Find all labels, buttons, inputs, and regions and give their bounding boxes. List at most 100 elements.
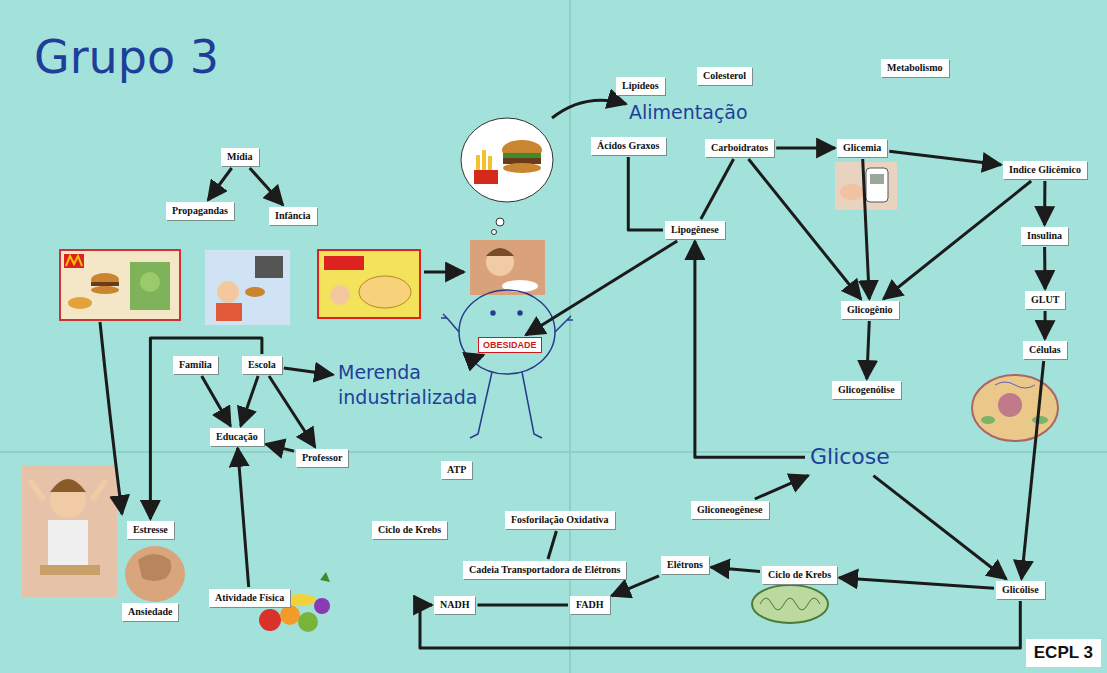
node-text: Ciclo de Krebs — [768, 569, 831, 581]
label-card: Escola — [242, 356, 282, 374]
node-text: Indice Glicêmico — [1009, 164, 1081, 176]
concept-arrow — [839, 578, 994, 589]
concept-arrow — [548, 531, 556, 559]
concept-arrow — [749, 159, 861, 299]
node-text: Glicogênio — [847, 304, 893, 316]
node-text: Cadeia Transportadora de Elétrons — [469, 564, 620, 576]
cartoon-picture — [205, 250, 290, 325]
label-card: Elétrons — [661, 556, 709, 574]
label-card: Carboidratos — [705, 139, 774, 157]
node-text: Lipídeos — [622, 80, 659, 92]
handwritten-term: Merenda industrializada — [335, 358, 476, 411]
label-card: Colesterol — [697, 67, 752, 85]
label-card: Educação — [210, 428, 264, 446]
node-text: Propagandas — [172, 205, 228, 217]
label-card: Ansiedade — [122, 603, 178, 621]
child-picture — [470, 240, 545, 295]
obesity-tag: OBESIDADE — [478, 337, 542, 353]
node-text: Colesterol — [703, 70, 746, 82]
concept-arrow — [478, 355, 484, 357]
mitochondrion-picture — [752, 585, 828, 623]
node-text: Glicemia — [843, 142, 881, 154]
concept-arrow — [873, 476, 1006, 579]
label-card: ATP — [441, 461, 472, 479]
sheet-fold — [0, 451, 1107, 453]
concept-arrow — [1043, 247, 1047, 289]
node-text: Carboidratos — [711, 142, 768, 154]
label-card: Células — [1023, 341, 1067, 359]
corner-label: ECPL 3 — [1026, 639, 1101, 667]
concept-arrow — [776, 147, 835, 150]
node-text: Estresse — [133, 524, 168, 536]
node-text: OBESIDADE — [483, 340, 537, 350]
picture-arrow — [424, 271, 464, 274]
label-card: FADH — [570, 596, 610, 614]
node-text: Ansiedade — [128, 606, 172, 618]
label-card: Glicogênio — [841, 301, 899, 319]
node-text: Glicogenólise — [838, 384, 895, 396]
concept-arrow — [1043, 181, 1046, 225]
concept-arrow — [269, 376, 315, 447]
label-card: Gliconeogênese — [691, 501, 769, 519]
node-text: Atividade Física — [215, 592, 284, 604]
concept-arrow — [889, 151, 1001, 164]
concept-arrow — [202, 376, 231, 426]
node-text: Células — [1029, 344, 1061, 356]
label-card: Professor — [296, 449, 348, 467]
concept-arrow — [695, 241, 805, 457]
label-card: Família — [173, 356, 218, 374]
node-text: Glicose — [810, 443, 890, 472]
label-card: NADH — [434, 596, 475, 614]
label-card: GLUT — [1025, 291, 1065, 309]
node-text: Gliconeogênese — [697, 504, 763, 516]
handwritten-term: Glicose — [807, 441, 893, 474]
label-card: Indice Glicêmico — [1003, 161, 1087, 179]
node-text: Mídia — [227, 151, 253, 163]
node-text: Glicólise — [1002, 584, 1039, 596]
node-text: Educação — [216, 431, 258, 443]
concept-arrow — [1043, 311, 1046, 339]
label-card: Infância — [269, 207, 317, 225]
picture-arrow — [100, 322, 122, 514]
node-text: Ciclo de Krebs — [378, 524, 441, 536]
node-text: Lipogênese — [671, 224, 719, 236]
concept-arrow — [420, 601, 1020, 648]
node-text: Professor — [302, 452, 342, 464]
node-text: NADH — [440, 599, 469, 611]
node-text: Metabolismo — [887, 62, 943, 74]
node-text: Escola — [248, 359, 276, 371]
node-text: Família — [179, 359, 212, 371]
label-card: Atividade Física — [209, 589, 290, 607]
label-card: Mídia — [221, 148, 259, 166]
picture-arrow — [552, 100, 626, 118]
label-card: Glicemia — [837, 139, 887, 157]
obesity-figure — [441, 290, 573, 438]
concept-arrow — [241, 376, 258, 426]
concept-arrow — [238, 448, 249, 587]
food-thought-bubble — [461, 118, 553, 235]
concept-arrow — [208, 168, 232, 200]
concept-arrow — [755, 476, 808, 499]
map-title: Grupo 3 — [34, 30, 219, 84]
node-text: Infância — [275, 210, 311, 222]
label-card: Metabolismo — [881, 59, 949, 77]
concept-arrow — [867, 321, 870, 379]
node-text: ATP — [447, 464, 466, 476]
concept-arrow — [863, 159, 870, 299]
label-card: Glicólise — [996, 581, 1045, 599]
stress-picture — [22, 465, 117, 597]
node-text: Fosforilação Oxidativa — [511, 514, 609, 526]
label-card: Estresse — [127, 521, 174, 539]
handwritten-term: Alimentação — [626, 98, 751, 127]
cell-picture — [972, 375, 1058, 441]
concept-arrow — [526, 241, 677, 335]
concept-arrow — [478, 604, 569, 607]
concept-arrow — [701, 159, 734, 219]
label-card: Lipogênese — [665, 221, 725, 239]
label-card: Cadeia Transportadora de Elétrons — [463, 561, 626, 579]
label-card: Ácidos Graxos — [591, 137, 666, 155]
node-text: Ácidos Graxos — [597, 140, 660, 152]
concept-arrow — [1022, 361, 1044, 579]
concept-arrow — [250, 168, 283, 205]
